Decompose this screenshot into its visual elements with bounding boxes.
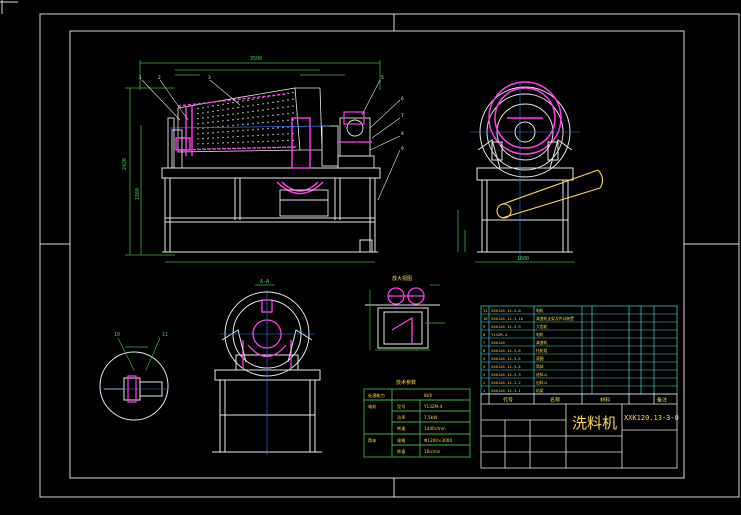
tech-param-key: 型号 bbox=[397, 403, 405, 410]
bom-row-name: 滚圈 bbox=[536, 356, 544, 361]
tech-param-group: 筒体 bbox=[368, 437, 377, 444]
bom-row-code: XXK120.13-3-3 bbox=[491, 372, 521, 377]
dim-front-height2: 1560 bbox=[135, 188, 141, 200]
bom-row-code: XXK120.13-3-0 bbox=[491, 308, 521, 313]
bom-row-name: 托轮组 bbox=[536, 348, 548, 353]
bom-row-name: 电机 bbox=[536, 332, 544, 337]
drawing-frame bbox=[69, 30, 685, 479]
sheet-border bbox=[39, 13, 740, 498]
svg-text:5: 5 bbox=[381, 75, 384, 81]
bom-row-name: 减速机支架及传动装置 bbox=[536, 316, 574, 321]
bom-row-code: XXK120.13-3-4 bbox=[491, 364, 521, 369]
drawing-number: XXK120.13-3-0 bbox=[624, 414, 679, 422]
bom-row-name: 减速机 bbox=[536, 340, 548, 345]
bom-row-name: 机架 bbox=[536, 388, 544, 393]
tech-param-key: 转速 bbox=[397, 425, 406, 432]
tech-params-title: 技术参数 bbox=[396, 379, 416, 386]
svg-text:7: 7 bbox=[401, 113, 404, 119]
detail-b-view: 放大视图 bbox=[365, 275, 445, 351]
bom-row-code: XXK120.13-3-10 bbox=[491, 316, 524, 321]
title-block: 代号 名称 材料 备注 洗料机 XXK120.13-3-0 bbox=[480, 393, 679, 469]
bom-header-code: 代号 bbox=[503, 397, 513, 404]
bom-header-name: 名称 bbox=[550, 397, 560, 404]
bom-row-name: 大齿轮 bbox=[536, 324, 548, 329]
tech-param-value: Φ1200×3000 bbox=[424, 438, 452, 443]
bom-row-name: 出料斗 bbox=[536, 380, 548, 385]
bom-row-code: XXK120.13-3-2 bbox=[491, 380, 521, 385]
tech-param-value: 1440r/min bbox=[424, 426, 446, 431]
bom-row-code: Y132M-4 bbox=[491, 332, 508, 337]
drawing-title: 洗料机 bbox=[572, 414, 617, 432]
tech-param-key: 规格 bbox=[397, 437, 406, 444]
detail-b-label: 放大视图 bbox=[392, 275, 412, 282]
bom-row-code: XXK120.13-3-1 bbox=[491, 388, 521, 393]
bom-row-code: XXK120.13-3-6 bbox=[491, 348, 521, 353]
tech-param-key: 转速 bbox=[397, 448, 406, 455]
detail-circle-view: 10 11 bbox=[99, 332, 169, 421]
drum-perforations bbox=[197, 91, 294, 150]
bom-row-no: 1 bbox=[483, 388, 486, 393]
tech-param-group: 电机 bbox=[368, 403, 377, 410]
bom-row-no: 3 bbox=[483, 372, 485, 377]
svg-text:3: 3 bbox=[208, 75, 211, 81]
detail-callout-left: 10 bbox=[114, 332, 120, 338]
svg-text:8: 8 bbox=[401, 131, 404, 137]
bom-row-no: 2 bbox=[483, 380, 485, 385]
svg-text:1: 1 bbox=[139, 75, 142, 81]
tech-param-value: 8t/h bbox=[424, 393, 433, 398]
bom-row-code: XXK120 bbox=[491, 340, 505, 345]
tech-params-table: 技术参数 处理能力 8t/h 电机 型号 Y132M-4 功率 7.5kW 转速 1440r/m… bbox=[363, 379, 471, 458]
tech-param-value: 16r/min bbox=[424, 449, 441, 454]
bom-row-code: XXK120.13-3-5 bbox=[491, 356, 521, 361]
tech-param-group: 处理能力 bbox=[368, 392, 385, 399]
bom-row-name: 电机 bbox=[536, 308, 544, 313]
bom-row-no: 11 bbox=[483, 308, 488, 313]
bom-row-name: 进料斗 bbox=[536, 372, 548, 377]
bom-header-material: 材料 bbox=[600, 397, 610, 404]
side-view: 1600 bbox=[457, 81, 604, 263]
bom-row-no: 4 bbox=[483, 364, 486, 369]
bom-row-no: 8 bbox=[483, 332, 486, 337]
svg-text:6: 6 bbox=[401, 96, 404, 102]
section-aa-label: A-A bbox=[260, 279, 269, 285]
svg-text:9: 9 bbox=[401, 146, 404, 152]
section-aa-view: A-A bbox=[212, 279, 322, 455]
front-view: 3500 2420 1560 bbox=[122, 56, 404, 263]
bom-row-name: 筒体 bbox=[536, 364, 544, 369]
bom-row-no: 6 bbox=[483, 348, 486, 353]
dim-front-height: 2420 bbox=[122, 158, 128, 170]
svg-text:2: 2 bbox=[158, 75, 161, 81]
dim-side-width: 1600 bbox=[517, 256, 529, 262]
detail-callout-right: 11 bbox=[162, 332, 168, 338]
bom-row-no: 9 bbox=[483, 324, 486, 329]
tech-param-value: Y132M-4 bbox=[423, 404, 443, 409]
bom-header-weight: 备注 bbox=[657, 397, 667, 404]
bom-row-no: 5 bbox=[483, 356, 485, 361]
tech-param-value: 7.5kW bbox=[424, 415, 437, 420]
tech-param-key: 功率 bbox=[397, 414, 405, 421]
bom-row-no: 10 bbox=[483, 316, 488, 321]
dim-front-total: 3500 bbox=[250, 56, 262, 62]
bom-row-no: 7 bbox=[483, 340, 485, 345]
bom-row-code: XXK120.13-3-9 bbox=[491, 324, 521, 329]
